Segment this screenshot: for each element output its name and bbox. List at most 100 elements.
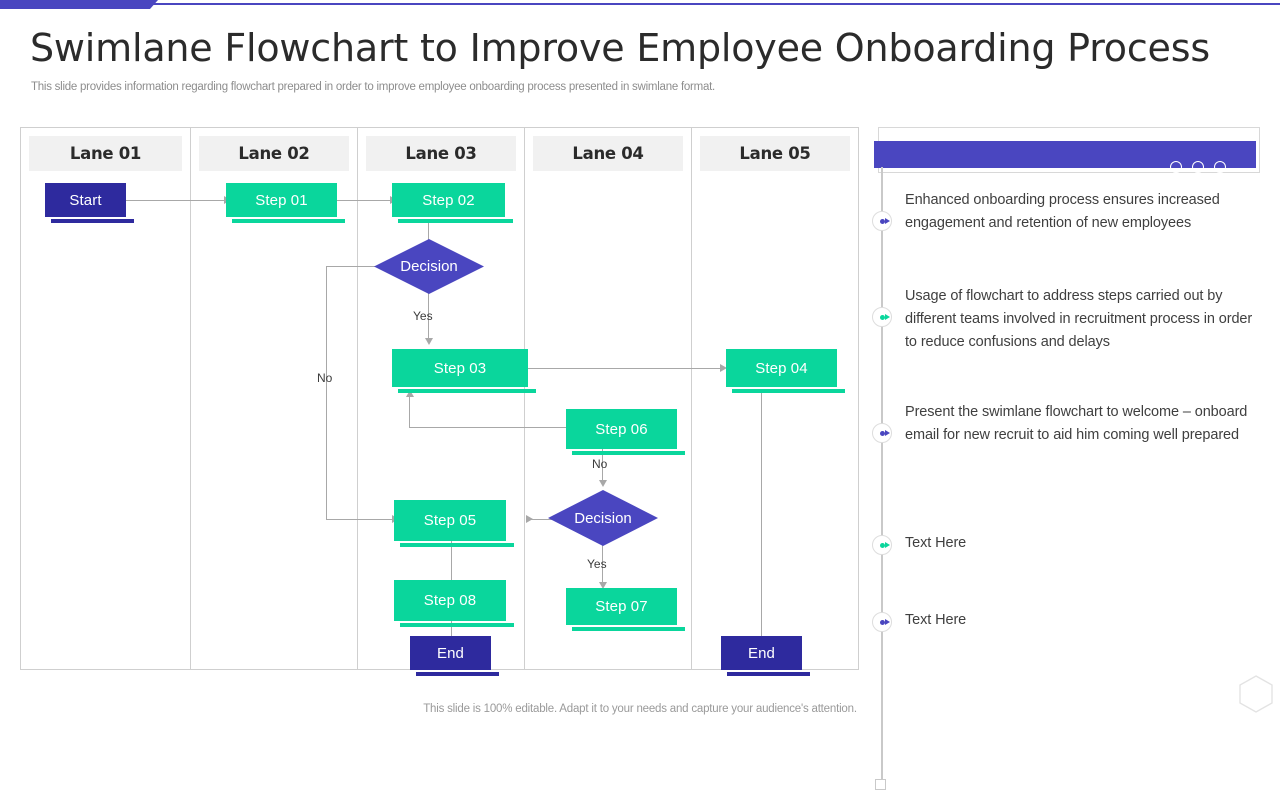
node-decision-1[interactable]: Decision <box>374 239 490 300</box>
circle-dot-3-icon <box>1214 161 1226 173</box>
node-step06[interactable]: Step 06 <box>566 409 685 455</box>
panel-item-text-3: Present the swimlane flowchart to welcom… <box>905 404 1248 443</box>
node-step01[interactable]: Step 01 <box>226 183 345 223</box>
node-end-lane3[interactable]: End <box>410 636 499 676</box>
node-start-label: Start <box>69 191 102 209</box>
lane-label-5: Lane 05 <box>739 144 811 163</box>
timeline-axis <box>881 167 883 779</box>
node-step08-label: Step 08 <box>423 592 477 609</box>
connector-step01-step02 <box>337 200 392 201</box>
node-decision-1-label: Decision <box>400 258 458 275</box>
node-step05[interactable]: Step 05 <box>394 500 514 547</box>
node-step05-shadow <box>400 543 514 547</box>
arrowhead-step03-step04 <box>720 364 727 372</box>
swimlane-column-5: Lane 05 <box>692 128 858 669</box>
connector-decision1-no-v <box>326 266 327 519</box>
lane-header-3: Lane 03 <box>366 136 516 171</box>
node-start-shadow <box>51 219 134 223</box>
node-step06-shadow <box>572 451 685 455</box>
bullet-marker-3-icon <box>872 423 892 443</box>
node-step03-shadow <box>398 389 536 393</box>
panel-item-text-4: Text Here <box>905 535 967 551</box>
node-step06-label: Step 06 <box>595 420 648 438</box>
node-end-lane3-shadow <box>416 672 499 676</box>
node-end-lane5[interactable]: End <box>721 636 810 676</box>
node-step08-shadow <box>400 623 514 627</box>
swimlane-column-2: Lane 02 <box>191 128 358 669</box>
node-step04[interactable]: Step 04 <box>726 349 845 393</box>
connector-start-step01 <box>126 200 226 201</box>
node-start[interactable]: Start <box>45 183 134 223</box>
node-step08[interactable]: Step 08 <box>394 580 514 627</box>
node-step05-label: Step 05 <box>423 512 477 529</box>
node-end-lane3-label: End <box>437 644 464 662</box>
bullet-marker-4-icon <box>872 535 892 555</box>
edge-label-step06-no: No <box>592 457 608 471</box>
swimlane-column-1: Lane 01 <box>21 128 191 669</box>
node-end-lane5-shadow <box>727 672 810 676</box>
page-subtitle: This slide provides information regardin… <box>31 81 715 93</box>
node-step02[interactable]: Step 02 <box>392 183 513 223</box>
panel-window-dots <box>1170 161 1226 173</box>
circle-dot-1-icon <box>1170 161 1182 173</box>
arrowhead-step06-step03 <box>405 390 414 397</box>
node-step01-shadow <box>232 219 345 223</box>
edge-label-decision1-no: No <box>317 371 333 385</box>
lane-header-5: Lane 05 <box>700 136 850 171</box>
node-step07[interactable]: Step 07 <box>566 588 685 631</box>
node-decision-2[interactable]: Decision <box>548 490 664 552</box>
panel-item-text-1: Enhanced onboarding process ensures incr… <box>905 192 1220 231</box>
node-step07-shadow <box>572 627 685 631</box>
footer-note: This slide is 100% editable. Adapt it to… <box>423 703 857 715</box>
node-decision-2-label: Decision <box>574 509 632 527</box>
page-title: Swimlane Flowchart to Improve Employee O… <box>30 26 1210 70</box>
connector-step04-end2 <box>761 390 762 640</box>
lane-header-1: Lane 01 <box>29 136 182 171</box>
node-step03[interactable]: Step 03 <box>392 349 536 393</box>
connector-decision2-step07 <box>602 544 603 586</box>
bullet-marker-2-icon <box>872 307 892 327</box>
swimlane-diagram: Lane 01 Lane 02 Lane 03 Lane 04 Lane 05 <box>20 127 859 676</box>
connector-step05-decision2 <box>528 519 566 520</box>
node-step01-label: Step 01 <box>255 191 308 209</box>
top-accent-bar <box>0 0 158 9</box>
bullet-marker-5-icon <box>872 612 892 632</box>
connector-step06-decision2 <box>602 449 603 484</box>
arrowhead-step06-decision2 <box>598 480 607 487</box>
arrowhead-step05-decision2 <box>526 515 533 523</box>
panel-item-text-2: Usage of flowchart to address steps carr… <box>905 288 1253 350</box>
panel-header-bar <box>874 141 1256 173</box>
insights-panel: Enhanced onboarding process ensures incr… <box>872 127 1260 790</box>
lane-label-1: Lane 01 <box>69 144 142 163</box>
arrowhead-decision2-step07 <box>598 582 607 589</box>
connector-step06-step03-h <box>409 427 582 428</box>
lane-header-4: Lane 04 <box>533 136 683 171</box>
timeline-end-square-icon <box>875 779 886 790</box>
lane-header-2: Lane 02 <box>199 136 349 171</box>
connector-decision1-no-h1 <box>326 266 394 267</box>
connector-step06-step03-v <box>409 396 410 427</box>
node-step04-shadow <box>732 389 845 393</box>
connector-step08-end1 <box>451 621 452 642</box>
arrowhead-decision1-step03 <box>424 338 433 345</box>
lane-label-4: Lane 04 <box>572 144 644 163</box>
connector-decision1-step03 <box>428 292 429 342</box>
bullet-marker-1-icon <box>872 211 892 231</box>
swimlane-column-3: Lane 03 <box>358 128 525 669</box>
node-step02-shadow <box>398 219 513 223</box>
node-end-lane5-label: End <box>748 644 775 662</box>
circle-dot-2-icon <box>1192 161 1204 173</box>
panel-item-text-5: Text Here <box>905 612 967 628</box>
node-step07-label: Step 07 <box>595 598 648 615</box>
lane-label-2: Lane 02 <box>238 144 310 163</box>
node-step02-label: Step 02 <box>422 191 475 209</box>
connector-decision1-no-h2 <box>326 519 394 520</box>
top-accent-rule <box>0 3 1280 5</box>
connector-step02-decision1 <box>428 219 429 247</box>
lane-label-3: Lane 03 <box>405 144 477 163</box>
edge-label-decision1-yes: Yes <box>413 309 433 323</box>
node-step04-label: Step 04 <box>755 359 808 377</box>
connector-step05-step08 <box>451 541 452 585</box>
node-step03-label: Step 03 <box>433 359 487 377</box>
edge-label-decision2-yes: Yes <box>587 557 607 571</box>
